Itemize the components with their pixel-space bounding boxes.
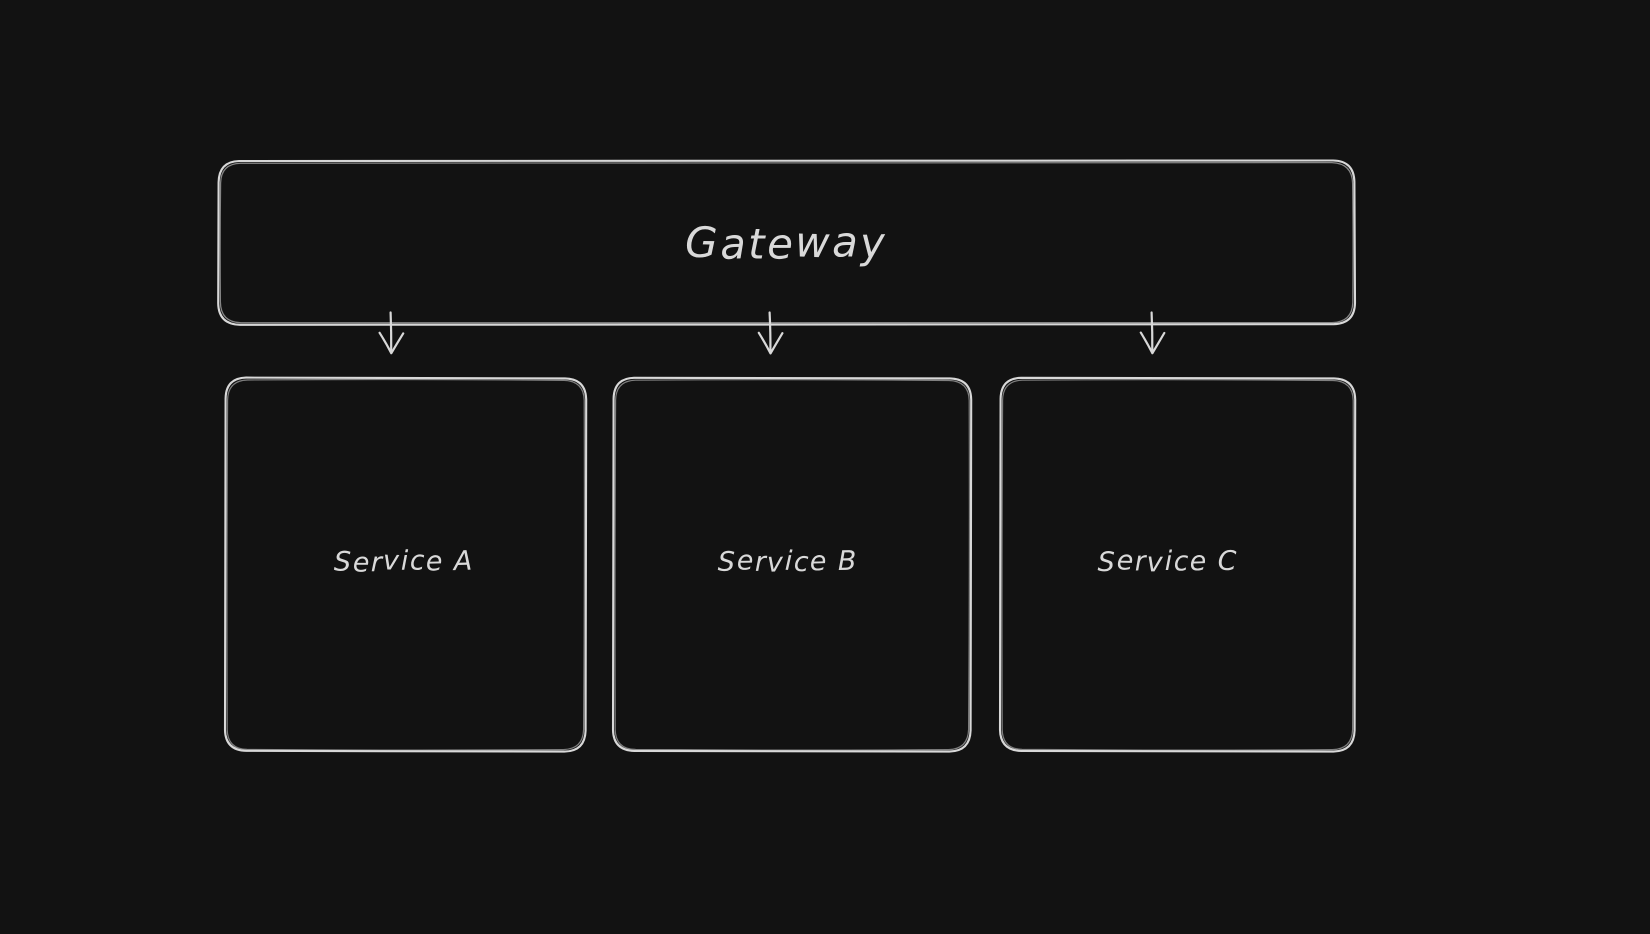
node-hitarea-service-b[interactable] [613, 377, 971, 752]
arrowhead-a [378, 331, 405, 355]
arrow-shaft-a [389, 311, 393, 354]
service-c-outline-stroke-2 [1001, 379, 1354, 751]
service-b-outline-stroke-2 [614, 379, 970, 751]
gateway-outline-stroke-2 [219, 161, 1354, 324]
node-gateway[interactable] [217, 159, 1357, 326]
arrowhead-c [1139, 331, 1166, 355]
arrow-shaft-b [768, 311, 772, 354]
service-b-outline-stroke-1 [611, 376, 973, 753]
node-service-a[interactable] [223, 376, 588, 753]
service-a-outline-stroke-1 [223, 376, 588, 753]
service-c-outline-stroke-1 [998, 376, 1357, 753]
gateway-outline-stroke-1 [217, 159, 1357, 326]
node-service-c[interactable] [998, 376, 1357, 753]
arrowhead-b [757, 331, 784, 355]
edge-gateway-to-service-b[interactable] [757, 311, 784, 355]
arrow-shaft-c [1150, 311, 1154, 354]
edge-gateway-to-service-c[interactable] [1139, 311, 1166, 355]
node-hitarea-gateway[interactable] [218, 160, 1355, 325]
node-service-b[interactable] [611, 376, 973, 753]
node-hitarea-service-c[interactable] [1000, 377, 1355, 752]
node-hitarea-service-a[interactable] [225, 377, 586, 752]
service-a-outline-stroke-2 [226, 378, 585, 751]
edge-gateway-to-service-a[interactable] [378, 311, 405, 355]
